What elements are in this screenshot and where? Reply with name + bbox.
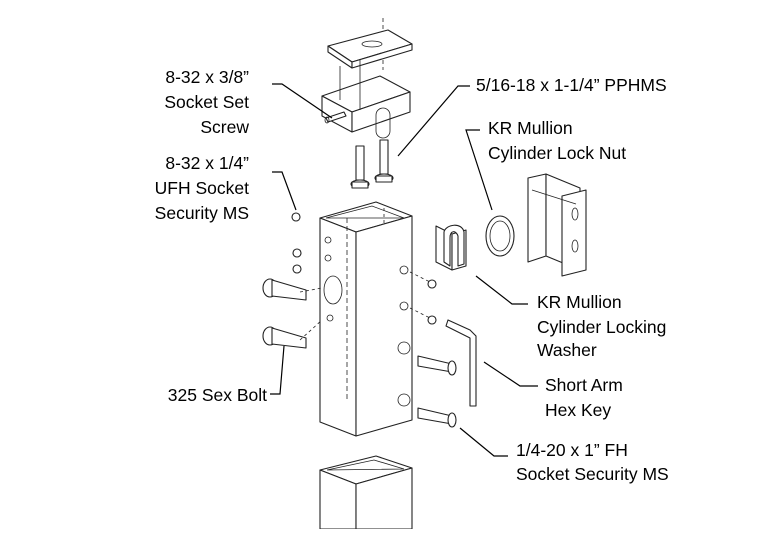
svg-text:1/4-20 x 1” FH: 1/4-20 x 1” FH (516, 440, 628, 460)
svg-text:Cylinder Lock Nut: Cylinder Lock Nut (488, 143, 626, 163)
svg-text:325 Sex Bolt: 325 Sex Bolt (168, 385, 267, 405)
mullion-channel (527, 173, 587, 277)
ufh-screws (291, 212, 302, 274)
svg-text:5/16-18 x 1-1/4” PPHMS: 5/16-18 x 1-1/4” PPHMS (476, 75, 667, 95)
label-lock-nut: KR Mullion Cylinder Lock Nut (488, 118, 626, 163)
label-pphms: 5/16-18 x 1-1/4” PPHMS (476, 75, 667, 95)
svg-text:Short Arm: Short Arm (545, 375, 623, 395)
label-set-screw: 8-32 x 3/8” Socket Set Screw (164, 67, 249, 137)
svg-text:Screw: Screw (200, 117, 249, 137)
hex-key-part (445, 319, 477, 407)
svg-text:Washer: Washer (537, 340, 597, 360)
label-locking-washer: KR Mullion Cylinder Locking Washer (537, 292, 666, 360)
locking-washer-part (435, 224, 467, 271)
sex-bolts (262, 278, 323, 349)
svg-text:Socket Set: Socket Set (164, 92, 249, 112)
svg-text:Hex Key: Hex Key (545, 400, 611, 420)
label-fh-screw: 1/4-20 x 1” FH Socket Security MS (516, 440, 669, 484)
right-screws (409, 271, 437, 325)
svg-text:KR Mullion: KR Mullion (488, 118, 573, 138)
svg-text:8-32 x 3/8”: 8-32 x 3/8” (165, 67, 249, 87)
fh-screws (417, 355, 457, 428)
svg-text:Cylinder Locking: Cylinder Locking (537, 317, 666, 337)
label-sex-bolt: 325 Sex Bolt (168, 385, 267, 405)
label-hex-key: Short Arm Hex Key (545, 375, 623, 420)
pphms-screws (350, 139, 394, 189)
lower-tube (319, 455, 413, 530)
leader-lines (270, 83, 538, 457)
svg-text:Socket Security MS: Socket Security MS (516, 464, 669, 484)
svg-text:UFH Socket: UFH Socket (155, 178, 249, 198)
svg-text:Security MS: Security MS (155, 203, 249, 223)
label-ufh-screw: 8-32 x 1/4” UFH Socket Security MS (155, 153, 249, 223)
lock-nut-part (485, 215, 515, 257)
svg-text:8-32 x 1/4”: 8-32 x 1/4” (165, 153, 249, 173)
set-screw-part (324, 111, 347, 124)
svg-text:KR Mullion: KR Mullion (537, 292, 622, 312)
mullion-body (319, 201, 413, 437)
